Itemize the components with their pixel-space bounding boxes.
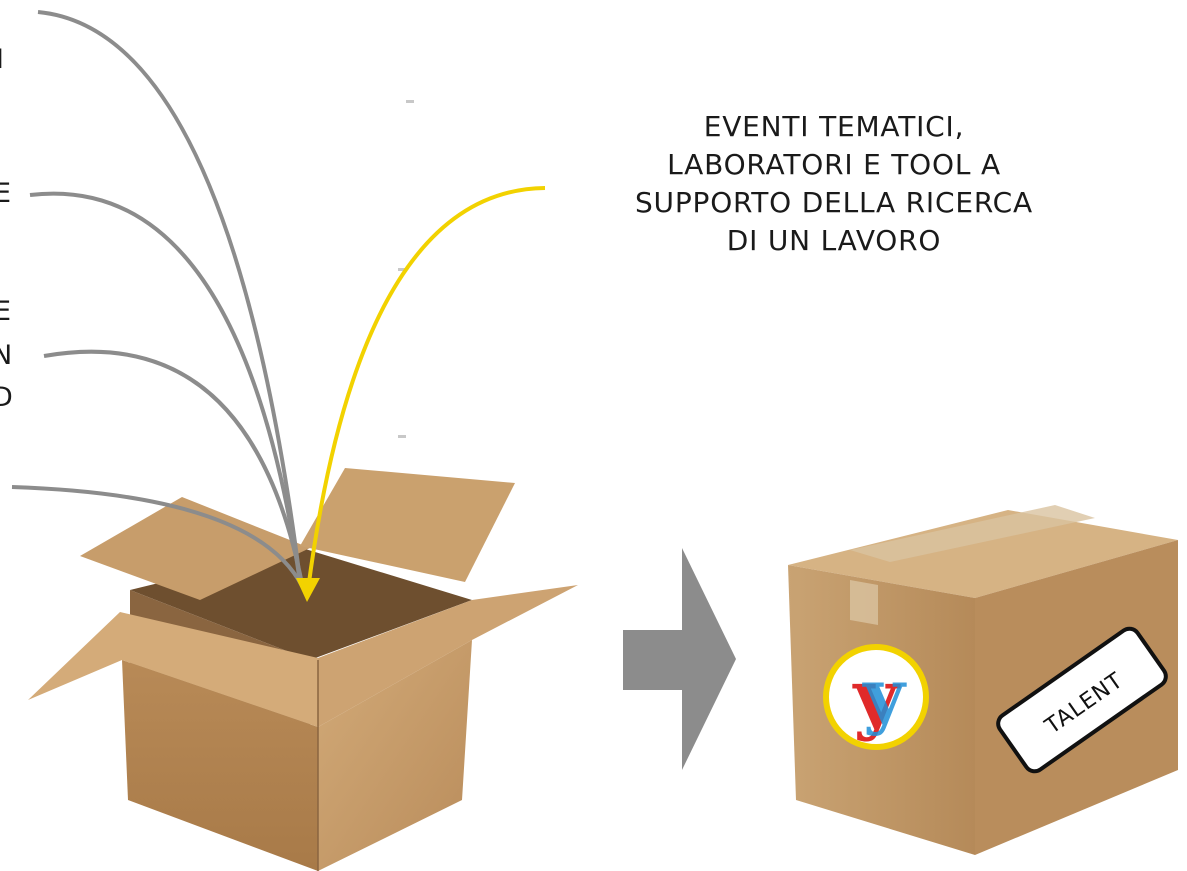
left-fragment-3b: N: [0, 340, 13, 371]
left-fragment-2: E: [0, 178, 12, 209]
headline-line: SUPPORTO DELLA RICERCA: [634, 186, 1033, 219]
separator-tick: [398, 268, 406, 271]
left-fragment-3a: E: [0, 296, 12, 327]
curve-1: [37, 10, 302, 581]
headline-line: DI UN LAVORO: [726, 224, 942, 257]
highlight-arrowhead: [296, 578, 320, 602]
svg-text:y: y: [851, 652, 901, 743]
headline-line: LABORATORI E TOOL A: [667, 148, 1001, 181]
right-arrow-icon: [623, 548, 736, 770]
svg-text:y: y: [862, 652, 907, 737]
left-fragment-3c: D: [0, 382, 14, 413]
curve-highlight: [306, 186, 546, 591]
curve-4: [11, 485, 304, 587]
curve-3: [43, 349, 304, 585]
open-box-icon: [28, 468, 578, 871]
connector-curves: [11, 10, 546, 602]
curve-2: [29, 191, 302, 583]
separator-tick: [398, 435, 406, 438]
separator-tick: [406, 100, 414, 103]
headline: EVENTI TEMATICI, LABORATORI E TOOL A SUP…: [560, 108, 1108, 260]
y-logo-icon: y y: [823, 644, 929, 750]
left-fragment-1: I: [0, 44, 4, 76]
headline-line: EVENTI TEMATICI,: [703, 110, 965, 143]
